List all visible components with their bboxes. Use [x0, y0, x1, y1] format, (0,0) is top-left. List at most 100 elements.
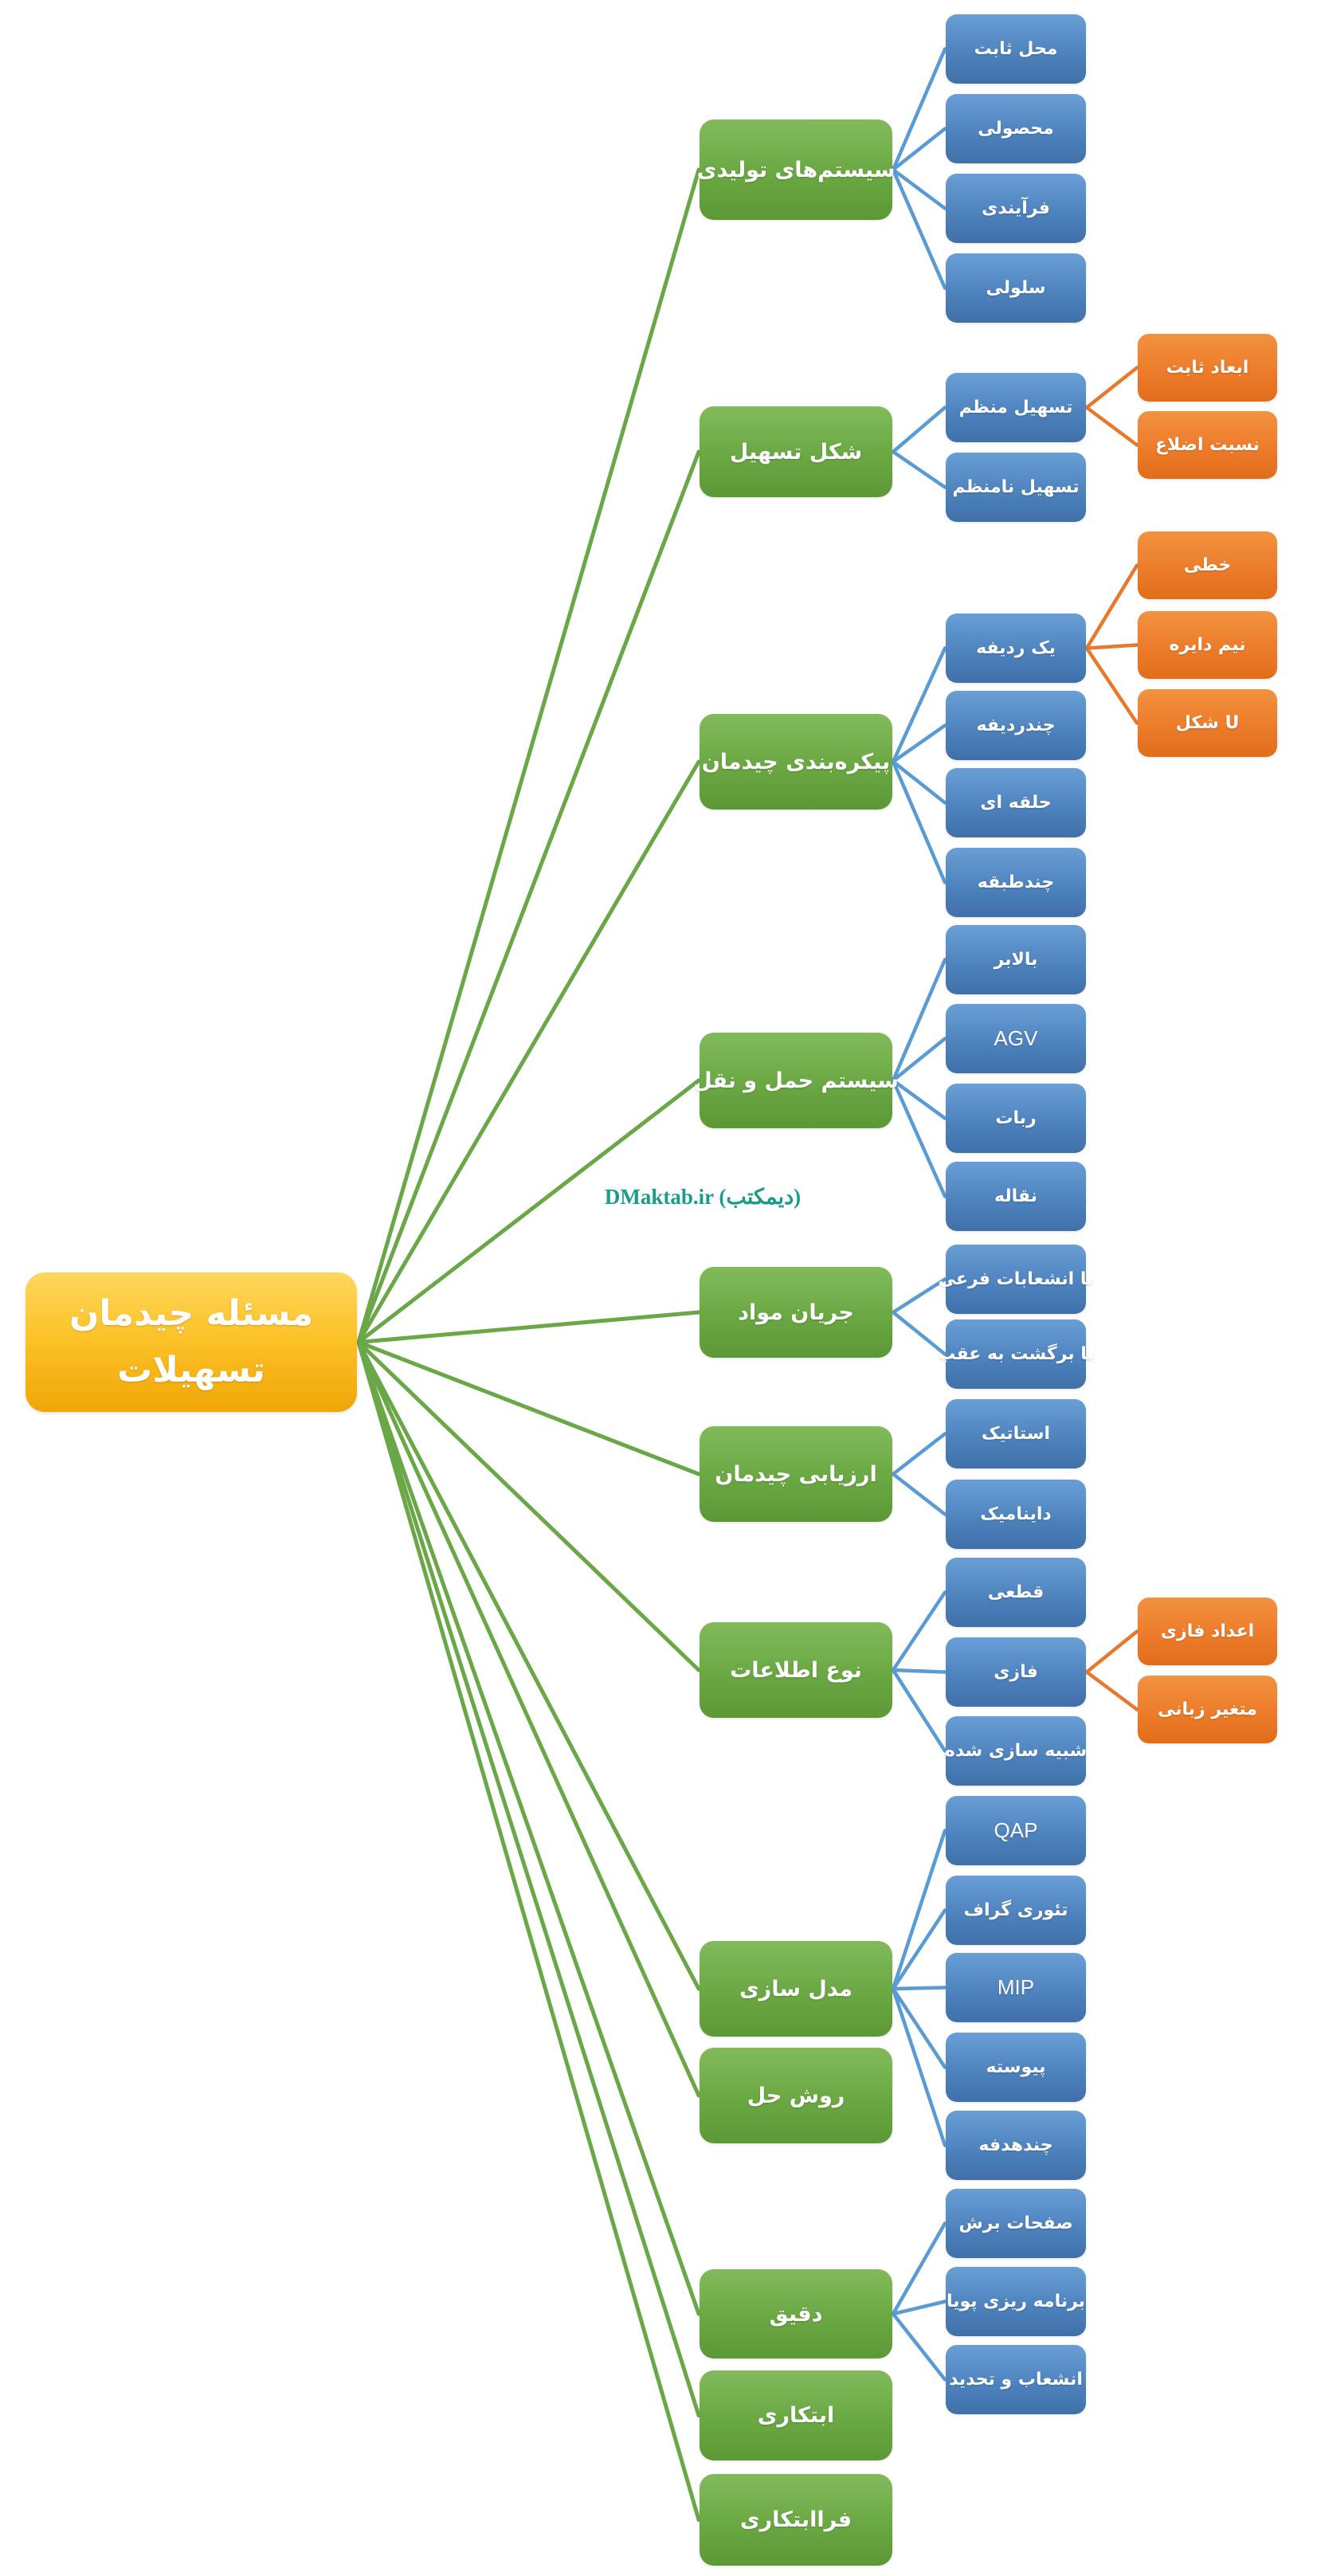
leaf-node-label: ابعاد ثابت	[1166, 358, 1249, 378]
subcategory-node: فرآیندی	[946, 174, 1086, 243]
subcategory-node: چندطبقه	[946, 848, 1086, 917]
category-node-label: دقیق	[769, 2301, 823, 2327]
category-node-label: ابتکاری	[757, 2403, 835, 2428]
connector-line	[1084, 643, 1139, 650]
connector-line	[891, 958, 947, 1083]
category-node-label: سیستم حمل و نقل	[693, 1068, 899, 1093]
category-node-label: سیستم‌های تولیدی	[696, 157, 896, 182]
connector-line	[891, 1078, 947, 1198]
subcategory-node-label: انشعاب و تحدید	[949, 2370, 1083, 2390]
connector-line	[891, 406, 947, 454]
connector-line	[891, 2311, 947, 2382]
category-node-label: پیکره‌بندی چیدمان	[701, 749, 891, 774]
connector-line	[891, 2221, 947, 2316]
connector-line	[356, 759, 701, 1344]
subcategory-node-label: AGV	[994, 1026, 1038, 1050]
subcategory-node-label: استاتیک	[981, 1424, 1051, 1444]
subcategory-node-label: تئوری گراف	[963, 1900, 1068, 1920]
subcategory-node: بالابر	[946, 925, 1086, 994]
category-node: ابتکاری	[700, 2370, 892, 2460]
connector-line	[356, 1340, 701, 2098]
subcategory-node: شبیه سازی شده	[945, 1716, 1087, 1786]
subcategory-node-label: یک ردیفه	[976, 638, 1056, 658]
connector-line	[891, 759, 947, 805]
subcategory-node-label: فازی	[994, 1662, 1038, 1682]
connector-line	[891, 646, 947, 764]
category-node-label: مدل سازی	[739, 1976, 853, 2002]
category-node-label: جریان مواد	[738, 1300, 854, 1325]
subcategory-node-label: بالابر	[994, 950, 1038, 970]
subcategory-node-label: برنامه ریزی پویا	[946, 2292, 1086, 2311]
leaf-node: نیم دایره	[1138, 611, 1277, 679]
connector-line	[891, 759, 947, 884]
connector-line	[891, 1037, 947, 1083]
connector-line	[891, 1432, 947, 1476]
connector-line	[891, 1829, 947, 1991]
connector-line	[356, 1340, 701, 1672]
connector-line	[891, 1310, 947, 1356]
connector-line	[891, 2300, 947, 2316]
subcategory-node: یک ردیفه	[946, 614, 1086, 683]
root-label-line2: تسهیلات	[117, 1349, 265, 1390]
subcategory-node-label: با برگشت به عقب	[938, 1344, 1094, 1364]
category-node-label: فراابتکاری	[739, 2507, 853, 2532]
connector-line	[356, 1310, 701, 1344]
watermark-text: DMaktab.ir (دیمکتب)	[604, 1185, 802, 1209]
subcategory-node: پیوسته	[946, 2033, 1086, 2102]
connector-line	[891, 167, 947, 210]
connector-line	[891, 47, 947, 172]
connector-line	[356, 449, 701, 1344]
subcategory-node-label: حلقه ای	[980, 793, 1052, 813]
category-node: پیکره‌بندی چیدمان	[700, 714, 892, 810]
category-node: نوع اطلاعات	[700, 1622, 892, 1718]
category-node-label: نوع اطلاعات	[730, 1657, 862, 1683]
connector-line	[356, 1340, 701, 1476]
subcategory-node: QAP	[946, 1796, 1086, 1865]
subcategory-node: ربات	[946, 1084, 1086, 1153]
connector-line	[356, 1340, 701, 2417]
connector-line	[356, 167, 701, 1344]
connector-line	[891, 1590, 947, 1672]
subcategory-node-label: پیوسته	[986, 2057, 1046, 2077]
subcategory-node: با انشعابات فرعی	[939, 1245, 1093, 1314]
category-node-label: روش حل	[747, 2083, 845, 2108]
leaf-node: نسبت اضلاع	[1138, 411, 1277, 479]
leaf-node-label: خطی	[1183, 555, 1232, 575]
leaf-node-label: U شکل	[1175, 713, 1240, 733]
subcategory-node: تسهیل منظم	[946, 373, 1086, 442]
category-node: مدل سازی	[700, 1941, 892, 2037]
subcategory-node: محصولی	[946, 94, 1086, 163]
subcategory-node-label: محصولی	[978, 119, 1054, 139]
subcategory-node-label: MIP	[997, 1975, 1035, 1999]
connector-line	[1084, 406, 1139, 447]
category-node: جریان مواد	[700, 1267, 892, 1358]
subcategory-node: فازی	[946, 1637, 1086, 1707]
subcategory-node: سلولی	[946, 253, 1086, 323]
connector-line	[891, 1986, 947, 2147]
leaf-node-label: نیم دایره	[1169, 635, 1246, 655]
connector-line	[891, 127, 947, 172]
connector-line	[891, 1986, 947, 2069]
connector-line	[1084, 1629, 1139, 1674]
subcategory-node-label: تسهیل منظم	[958, 398, 1073, 418]
subcategory-node: برنامه ریزی پویا	[946, 2267, 1086, 2336]
connector-line	[1084, 646, 1139, 725]
leaf-node: اعداد فازی	[1138, 1598, 1277, 1665]
subcategory-node: تئوری گراف	[946, 1876, 1086, 1945]
subcategory-node: استاتیک	[946, 1399, 1086, 1468]
connector-line	[891, 1908, 947, 1991]
category-node: فراابتکاری	[700, 2474, 892, 2566]
category-node: دقیق	[700, 2269, 892, 2358]
connector-line	[891, 1472, 947, 1516]
category-node-label: ارزیابی چیدمان	[715, 1461, 877, 1487]
connector-line	[356, 1340, 701, 2316]
subcategory-node: تسهیل نامنظم	[946, 453, 1086, 522]
subcategory-node-label: فرآیندی	[982, 198, 1050, 218]
connector-line	[356, 1340, 701, 1991]
subcategory-node-label: قطعی	[987, 1582, 1045, 1602]
connector-line	[1084, 563, 1139, 650]
connector-line	[891, 1078, 947, 1120]
connector-line	[891, 1668, 947, 1753]
